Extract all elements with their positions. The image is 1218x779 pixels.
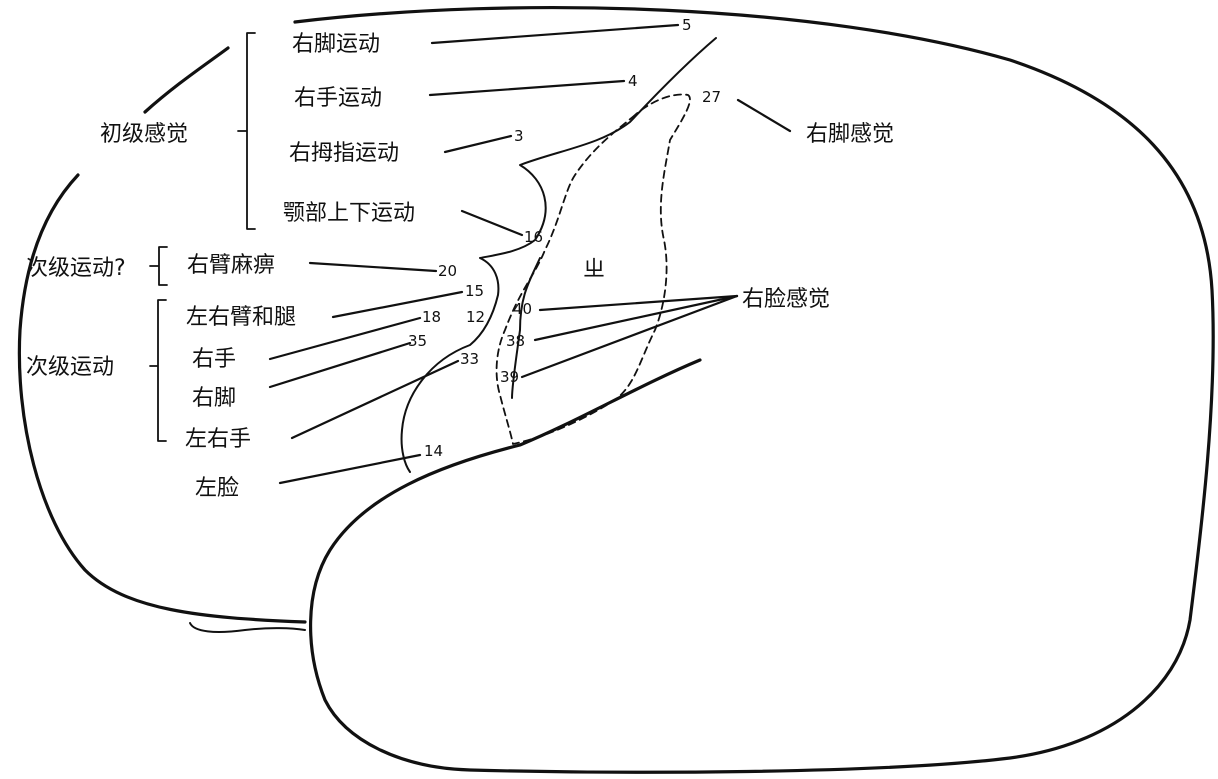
point-numbers: 5 4 3 27 16 20 15 18 12 40 35 38 33 39 1…	[408, 16, 721, 460]
leader-4	[428, 79, 626, 97]
leader-27	[736, 98, 792, 133]
cerebellum-hint	[189, 622, 306, 633]
point-4: 4	[628, 72, 638, 90]
label-right-hand: 右手	[192, 347, 236, 372]
point-3: 3	[514, 127, 524, 145]
label-right-thumb-motor: 右拇指运动	[289, 141, 399, 166]
point-15: 15	[465, 282, 484, 300]
point-33: 33	[460, 350, 479, 368]
point-5: 5	[682, 16, 692, 34]
leader-5	[430, 23, 680, 45]
leader-face-38	[533, 294, 739, 342]
leader-20	[308, 261, 438, 273]
label-center-char: ㄓ	[583, 257, 605, 282]
point-20: 20	[438, 262, 457, 280]
label-both-hands: 左右手	[185, 427, 251, 452]
bracket-secondary-q-label: 次级运动?	[26, 256, 126, 281]
leader-14	[278, 453, 422, 485]
point-27: 27	[702, 88, 721, 106]
leader-3	[443, 134, 513, 154]
label-left-face: 左脸	[195, 476, 239, 501]
label-right-foot-sensation: 右脚感觉	[806, 122, 894, 147]
cortex-lines	[400, 37, 717, 473]
leader-lines	[268, 23, 792, 485]
label-both-arms-legs: 左右臂和腿	[186, 305, 296, 330]
secondary-q-bracket	[149, 246, 168, 286]
brackets	[149, 32, 256, 442]
point-18: 18	[422, 308, 441, 326]
label-right-hand-motor: 右手运动	[294, 86, 382, 111]
secondary-bracket	[149, 299, 167, 442]
label-right-foot: 右脚	[192, 386, 236, 411]
label-jaw-motor: 颚部上下运动	[283, 201, 415, 226]
point-14: 14	[424, 442, 443, 460]
point-40: 40	[513, 300, 532, 318]
central-sulcus	[400, 37, 717, 473]
sensory-area-dashed	[495, 93, 691, 445]
bracket-primary-label: 初级感觉	[100, 122, 188, 147]
leader-face-39	[520, 294, 739, 379]
bracket-secondary-label: 次级运动	[26, 355, 114, 380]
label-right-arm-numb: 右臂麻痹	[187, 253, 275, 278]
leader-16	[460, 209, 524, 237]
upper-outline-stub	[143, 46, 230, 114]
point-39: 39	[500, 368, 519, 386]
primary-bracket	[237, 32, 256, 230]
point-12: 12	[466, 308, 485, 326]
leader-18	[268, 316, 422, 361]
frontal-outline	[293, 6, 1215, 774]
point-38: 38	[506, 332, 525, 350]
leader-face-40	[538, 294, 739, 312]
point-16: 16	[524, 228, 543, 246]
leader-35	[268, 341, 412, 389]
leader-33	[290, 359, 460, 440]
leader-15	[331, 290, 464, 319]
label-right-face-sensation: 右脸感觉	[742, 287, 830, 312]
brain-outline	[17, 6, 1215, 774]
occipital-outline	[17, 173, 307, 624]
label-right-foot-motor: 右脚运动	[292, 32, 380, 57]
point-35: 35	[408, 332, 427, 350]
labels: 初级感觉 次级运动? 次级运动 右脚运动 右手运动 右拇指运动 颚部上下运动 右…	[26, 32, 894, 501]
